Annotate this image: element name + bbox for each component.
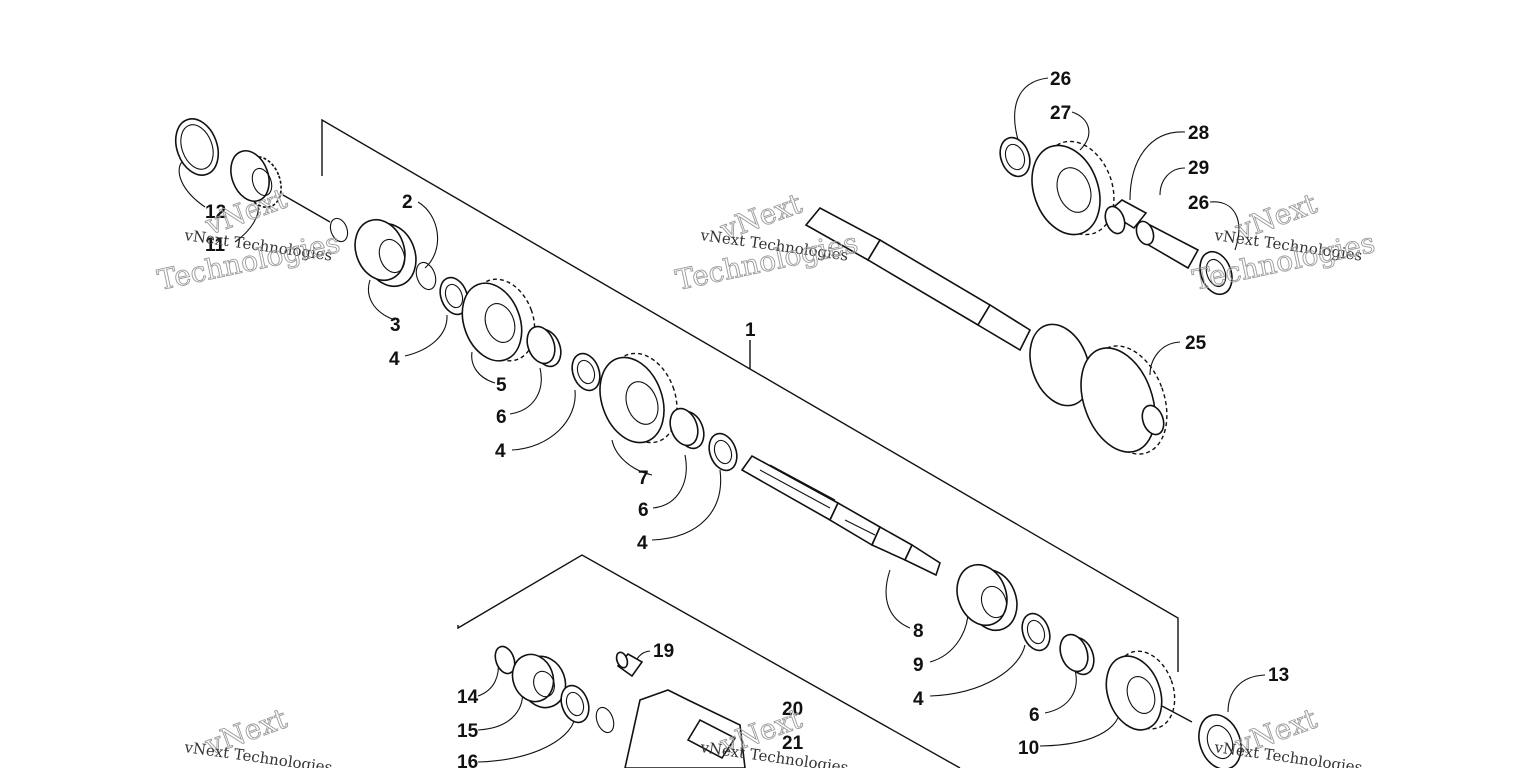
- label-4b: 4: [495, 441, 506, 462]
- watermark-3: vNext vNext Technologies Technologies: [1189, 186, 1378, 297]
- label-6b: 6: [638, 500, 649, 521]
- washer-4a: [439, 276, 469, 316]
- label-3: 3: [390, 315, 401, 336]
- sleeve-29: [1135, 220, 1200, 270]
- hub-9: [956, 563, 1018, 632]
- gear-11: [230, 150, 282, 208]
- washer-4c: [708, 432, 738, 472]
- label-13: 13: [1268, 665, 1289, 686]
- label-15: 15: [457, 721, 479, 742]
- pin-19: [615, 651, 644, 678]
- label-4c: 4: [637, 533, 648, 554]
- part-labels: 1 2 3 4 4 4 4 5 6 6 6 6 7 8 9 10 11 12 1…: [205, 69, 1289, 768]
- clip-small: [329, 217, 349, 243]
- label-11: 11: [205, 235, 226, 256]
- washer-4d: [1021, 612, 1051, 652]
- label-12: 12: [205, 202, 226, 223]
- label-21: 21: [782, 733, 804, 754]
- label-29: 29: [1188, 158, 1209, 179]
- label-6c: 6: [1029, 705, 1040, 726]
- snap-ring-12: [174, 118, 220, 176]
- label-6a: 6: [496, 407, 507, 428]
- bearing-6a: [526, 325, 562, 368]
- label-2: 2: [402, 192, 413, 213]
- main-shaft-8: [740, 454, 941, 577]
- clip-2: [415, 261, 437, 291]
- countershaft-25: [804, 206, 1168, 455]
- gear-27: [1031, 140, 1115, 236]
- label-4d: 4: [913, 689, 924, 710]
- hub-15: [511, 653, 567, 709]
- label-19: 19: [653, 641, 674, 662]
- watermark-2: vNext vNext Technologies Technologies: [672, 186, 861, 297]
- washer-13: [1198, 714, 1242, 768]
- gear-5: [461, 278, 536, 362]
- label-9: 9: [913, 655, 924, 676]
- bearing-6b: [669, 407, 705, 450]
- label-10: 10: [1018, 738, 1039, 759]
- washer-26a: [999, 136, 1031, 178]
- gear-10: [1105, 650, 1176, 731]
- label-26a: 26: [1050, 69, 1071, 90]
- label-14: 14: [457, 687, 479, 708]
- watermark-1: vNext vNext Technologies Technologies: [154, 181, 343, 297]
- assembly-bracket: [321, 118, 1179, 768]
- label-1: 1: [745, 320, 756, 341]
- clip-14: [494, 645, 516, 675]
- label-26b: 26: [1188, 193, 1209, 214]
- gear-7: [599, 352, 678, 444]
- bearing-6c: [1059, 633, 1095, 676]
- watermark-6: vNext vNext Technologies: [1212, 701, 1363, 768]
- washer-4b: [571, 352, 601, 392]
- clip-small-lower: [595, 706, 615, 734]
- watermark-4: vNext vNext Technologies: [182, 701, 333, 768]
- label-7: 7: [638, 468, 649, 489]
- label-27: 27: [1050, 103, 1071, 124]
- watermark-5: vNext vNext Technologies: [698, 701, 849, 768]
- label-25: 25: [1185, 333, 1207, 354]
- washer-26b: [1199, 250, 1233, 296]
- label-4a: 4: [389, 349, 400, 370]
- label-16: 16: [457, 752, 478, 768]
- cover-20: [624, 689, 746, 768]
- label-5: 5: [496, 375, 507, 396]
- label-8: 8: [913, 621, 924, 642]
- label-20: 20: [782, 699, 803, 720]
- bushing-28: [1104, 199, 1148, 235]
- hub-3: [354, 218, 417, 288]
- washer-16: [560, 684, 590, 724]
- label-28: 28: [1188, 123, 1209, 144]
